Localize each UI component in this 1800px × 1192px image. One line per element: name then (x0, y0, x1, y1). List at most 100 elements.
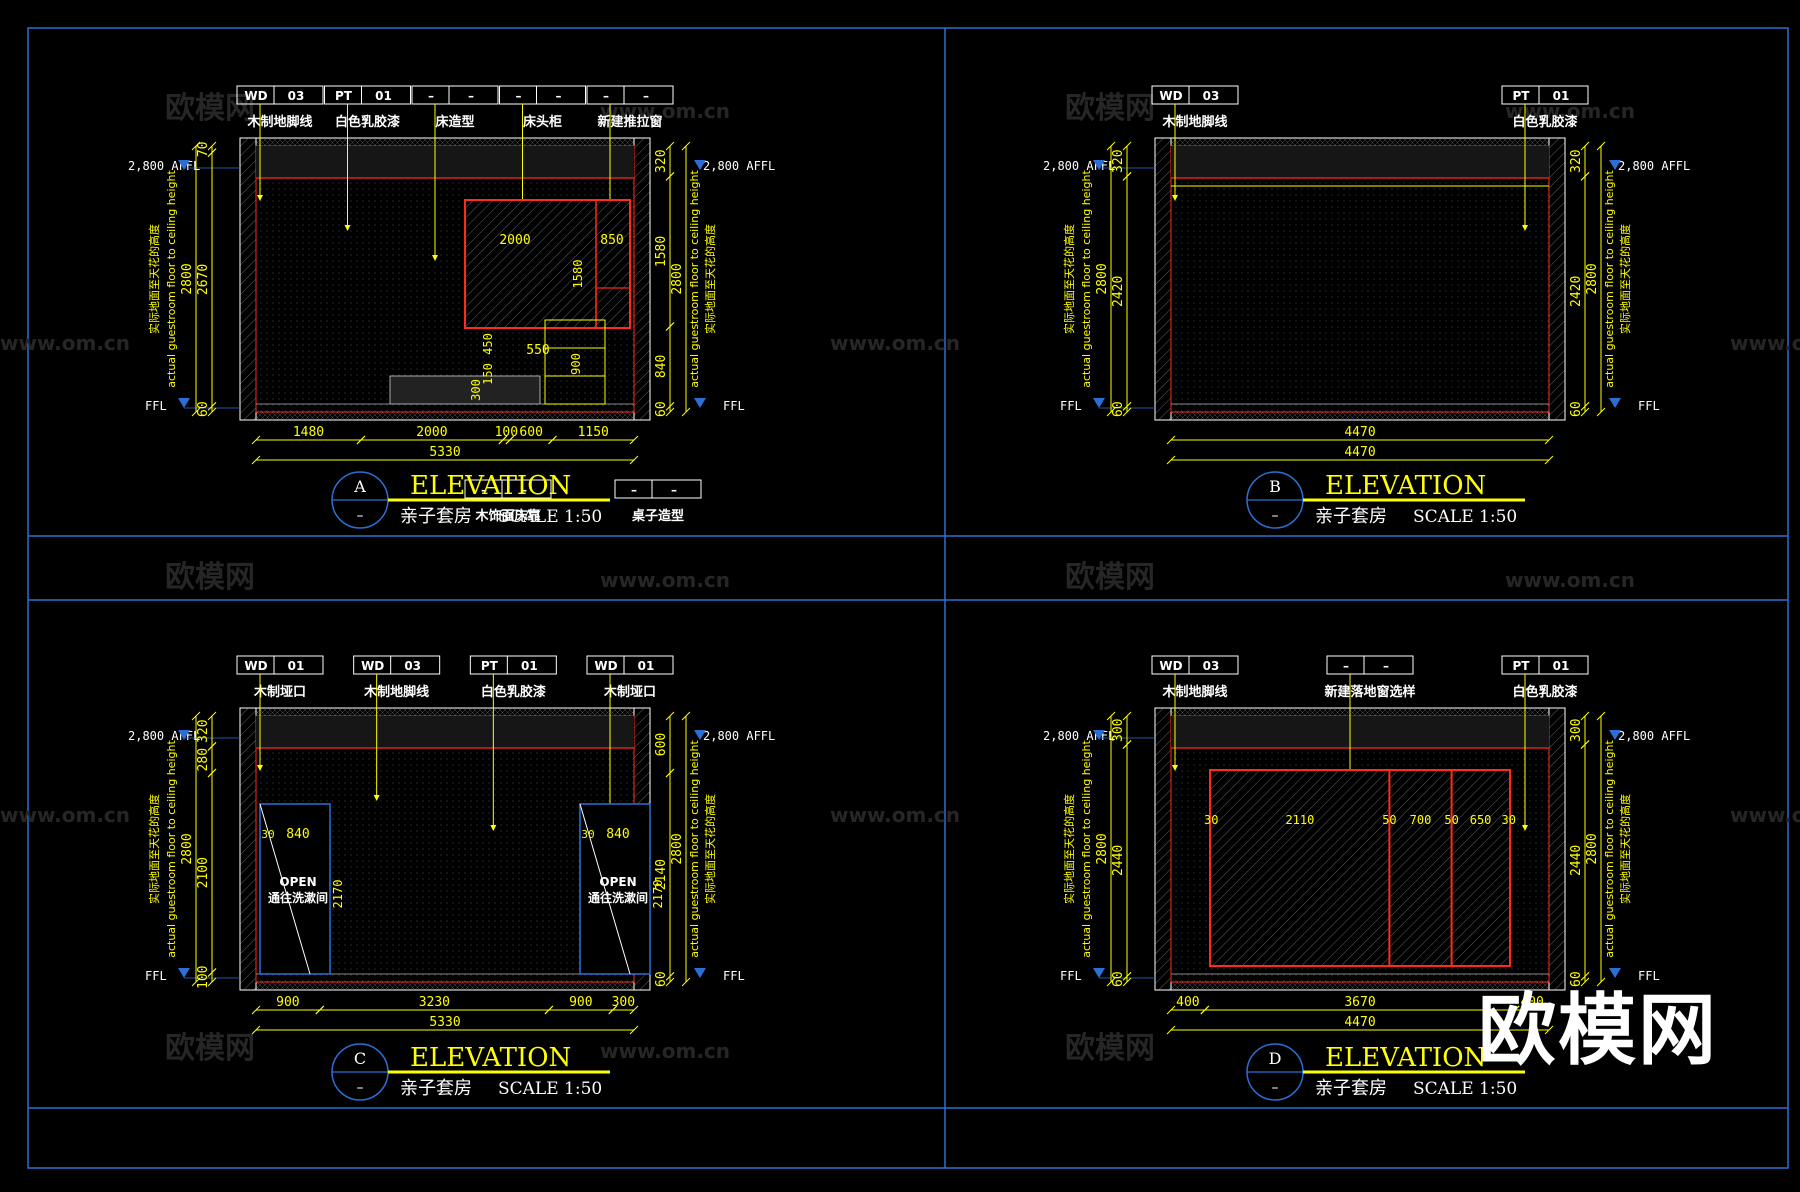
watermark-url: www.om.cn (600, 99, 730, 123)
dimension-label: 300 (1569, 719, 1584, 742)
dimension-label: 300 (1111, 719, 1126, 742)
level-marker-icon (178, 730, 190, 740)
dimension-tick (1510, 1005, 1520, 1015)
dimension-tick (629, 1025, 639, 1035)
inner-dimension: 900 (569, 353, 583, 375)
door-open-label: OPEN (599, 875, 636, 889)
side-note-left: 实际地面至天花的高度 (1062, 794, 1076, 904)
dimension-label: 840 (654, 355, 669, 378)
level-marker-icon (694, 160, 706, 170)
level-marker-icon (178, 398, 190, 408)
dimension-label: 5330 (429, 445, 460, 460)
title-heading: ELEVATION (1325, 1043, 1486, 1073)
dimension-tick (1106, 711, 1116, 721)
level-top-right: 2,800 AFFL (703, 729, 775, 743)
title-scale: SCALE 1:50 (498, 1079, 602, 1099)
dimension-label: 2800 (670, 833, 685, 864)
material-tag-number: – (643, 89, 649, 103)
inner-dimension: 1580 (571, 260, 585, 289)
dimension-tick (665, 711, 675, 721)
dimension-tick (356, 435, 366, 445)
material-tag-number: 01 (521, 659, 538, 673)
door-height-label: 2170 (651, 880, 665, 909)
material-tag-code: WD (244, 659, 267, 673)
title-scale: SCALE 1:50 (498, 507, 602, 527)
dimension-tick (1122, 401, 1132, 411)
watermark-url: www.om.cn (830, 803, 960, 827)
dimension-tick (1166, 1005, 1176, 1015)
watermark-cn: 欧模网 (165, 560, 255, 595)
material-tag-code: – (428, 89, 434, 103)
watermark-cn: 欧模网 (1065, 91, 1155, 126)
material-tag-bottom-1: ––桌子造型 (614, 479, 702, 524)
side-note-right: 实际地面至天花的高度 (1618, 794, 1632, 904)
material-tag-code: WD (1159, 659, 1182, 673)
material-tag-number: 03 (404, 659, 421, 673)
material-tag-label: 木制垭口 (253, 684, 306, 700)
dimension-tick (1122, 711, 1132, 721)
dimension-tick (498, 435, 508, 445)
level-marker-icon (694, 730, 706, 740)
brand-logo-text: 欧模网 (1478, 986, 1719, 1076)
dimension-tick (608, 1005, 618, 1015)
material-tag-number: 01 (1553, 89, 1570, 103)
material-tag-code: WD (244, 89, 267, 103)
dimension-label: 2440 (1111, 845, 1126, 876)
ceiling-soffit (1171, 716, 1549, 748)
side-note-right: 实际地面至天花的高度 (703, 224, 717, 334)
door-frame (259, 803, 331, 975)
door-width-label: 840 (606, 827, 629, 842)
material-tag-code: WD (361, 659, 384, 673)
title-letter: A (353, 477, 366, 496)
door-gap-label: 30 (581, 828, 594, 841)
watermark-url: www.om.cn (600, 1039, 730, 1063)
level-marker-icon (1609, 730, 1621, 740)
dimension-tick (1122, 740, 1132, 749)
level-ffl-left: FFL (145, 969, 167, 983)
door-destination-label: 通往洗漱间 (588, 890, 648, 905)
dimension-label: 2800 (1585, 263, 1600, 294)
material-tag-label: 木制地脚线 (363, 684, 429, 700)
door-height-label: 2170 (331, 880, 345, 909)
dimension-label: 2800 (1095, 263, 1110, 294)
level-marker-icon (1609, 968, 1621, 978)
level-ffl-left: FFL (1060, 969, 1082, 983)
material-tag-number: 03 (288, 89, 305, 103)
window-dimension: 650 (1470, 813, 1492, 827)
dimension-tick (665, 971, 675, 981)
material-tag-number: 03 (1203, 659, 1220, 673)
window-dimension: 30 (1204, 813, 1218, 827)
material-tag-box (1151, 85, 1239, 105)
title-sub: – (1272, 1080, 1279, 1096)
level-marker-icon (178, 968, 190, 978)
dimension-label: 3230 (419, 995, 450, 1010)
dimension-tick (251, 435, 261, 445)
dimension-label: 60 (1111, 971, 1126, 987)
side-note-left: actual guestroom floor to ceiling height (1080, 740, 1093, 958)
material-tag-number: – (521, 483, 527, 497)
watermark-url: www.om.cn (0, 331, 130, 355)
dimension-tick (1122, 971, 1132, 981)
watermark-url: www.om.cn (1730, 331, 1800, 355)
side-note-right: actual guestroom floor to ceiling height (688, 170, 701, 388)
material-tag-code: – (631, 483, 637, 497)
dimension-tick (1122, 172, 1132, 181)
dimension-label: 900 (276, 995, 299, 1010)
title-room: 亲子套房 (400, 506, 472, 527)
side-note-left: 实际地面至天花的高度 (147, 224, 161, 334)
dimension-label: 100 (196, 966, 211, 989)
level-ffl-right: FFL (723, 969, 745, 983)
material-tag-code: PT (1513, 659, 1531, 673)
side-note-left: actual guestroom floor to ceiling height (165, 740, 178, 958)
door-destination-label: 通往洗漱间 (268, 890, 328, 905)
